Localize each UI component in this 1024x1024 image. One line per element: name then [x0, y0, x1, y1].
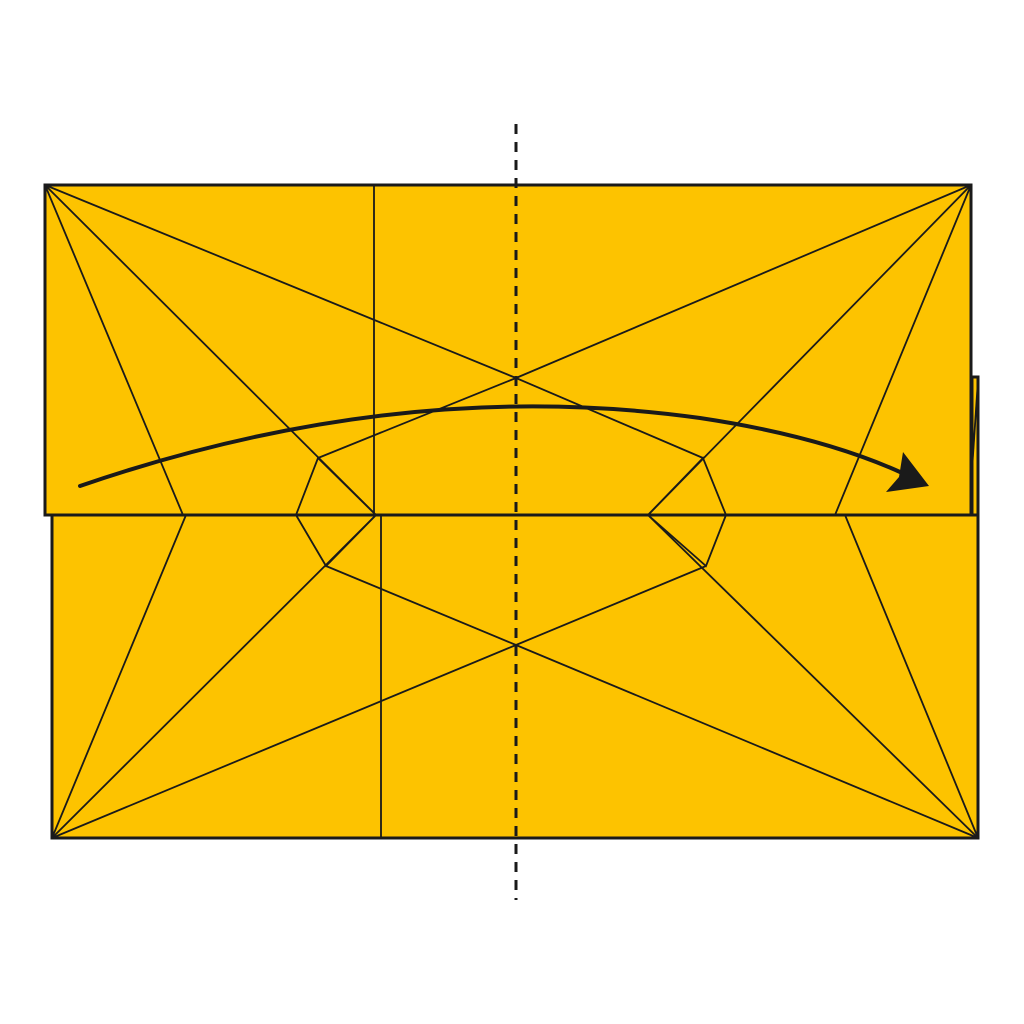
back-layer-creases	[51, 514, 979, 839]
back-sheet-body	[50, 513, 980, 840]
front-layer-creases	[44, 184, 972, 516]
front-sheet	[43, 183, 973, 517]
back-sheet-edge	[972, 375, 980, 838]
curved-arrow-icon	[78, 404, 929, 492]
back-layer	[50, 375, 980, 840]
arrow-shaft	[78, 404, 902, 488]
front-layer	[43, 183, 973, 517]
front-sheet-outline	[43, 183, 973, 517]
arrow-head	[886, 452, 929, 492]
